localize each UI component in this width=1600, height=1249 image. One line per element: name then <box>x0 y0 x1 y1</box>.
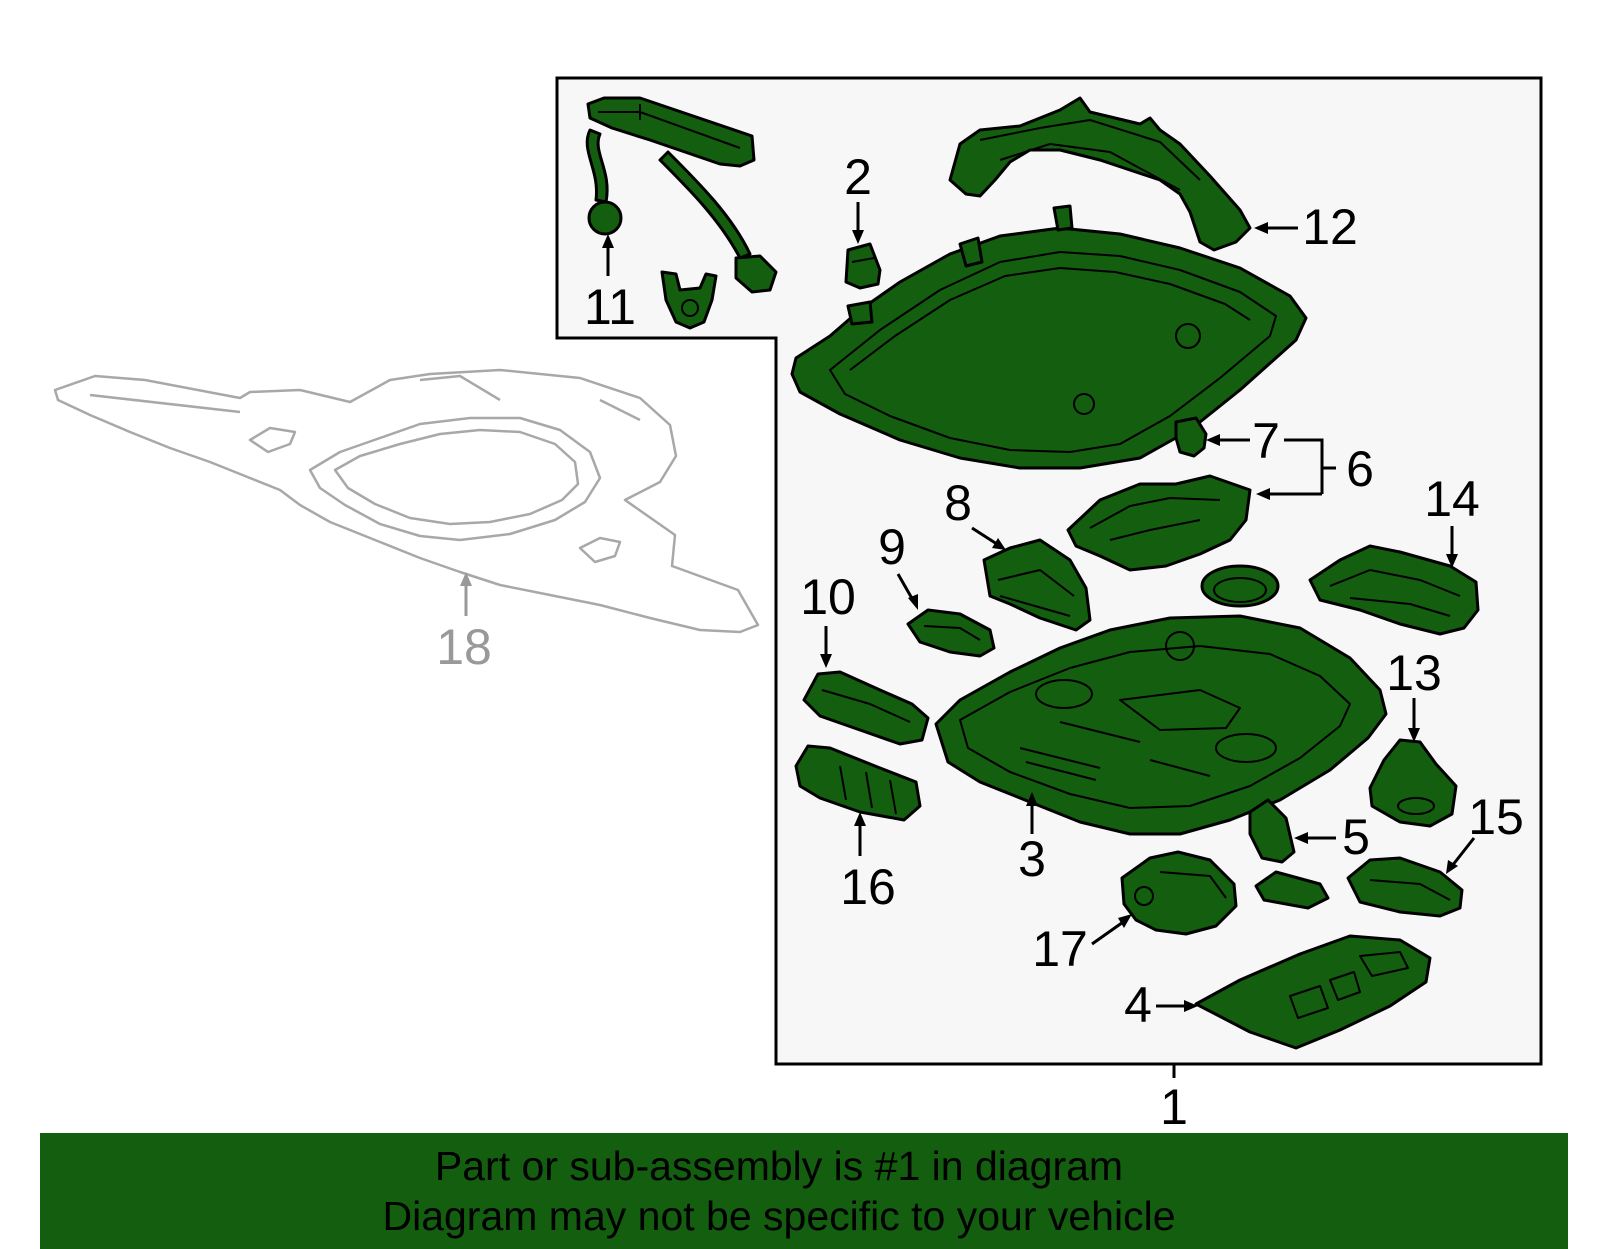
arrowhead-18 <box>460 572 472 586</box>
part-9-lens <box>906 608 996 658</box>
callout-2: 2 <box>844 149 872 205</box>
info-banner: Part or sub-assembly is #1 in diagram Di… <box>40 1133 1568 1249</box>
part-10-connector <box>802 670 930 746</box>
part-upper-tray <box>790 204 1308 470</box>
callout-18: 18 <box>436 619 492 675</box>
part-14-module <box>1308 544 1480 636</box>
part-15-lamp <box>1346 856 1464 918</box>
banner-line-2: Diagram may not be specific to your vehi… <box>382 1193 1176 1239</box>
callout-15: 15 <box>1468 789 1524 845</box>
part-13-lamp <box>1368 738 1458 828</box>
arrowhead-15 <box>1446 860 1458 874</box>
callout-12: 12 <box>1302 199 1358 255</box>
leader-15 <box>1450 837 1476 867</box>
part-3-console <box>934 614 1388 836</box>
arrowhead-9 <box>908 594 918 610</box>
part-11-harness <box>585 96 778 330</box>
leader-17 <box>1091 918 1127 946</box>
callout-5: 5 <box>1342 809 1370 865</box>
callout-1: 1 <box>1160 1079 1188 1135</box>
arrowhead-13 <box>1408 728 1420 742</box>
arrowhead-6 <box>1256 488 1270 500</box>
arrowhead-5 <box>1294 832 1308 844</box>
part-18-roof-panel <box>53 368 760 634</box>
callout-3: 3 <box>1018 831 1046 887</box>
part-17-bracket <box>1120 850 1238 936</box>
part-dome-lens <box>1200 564 1280 608</box>
callout-6: 6 <box>1346 441 1374 497</box>
part-8-switch <box>982 538 1092 632</box>
part-16-switch <box>794 744 922 822</box>
part-2-clip <box>844 242 882 290</box>
callout-11: 11 <box>584 279 636 335</box>
part-12-bracket <box>948 96 1252 252</box>
callout-4: 4 <box>1124 977 1152 1033</box>
arrowhead-11 <box>602 234 614 248</box>
callout-13: 13 <box>1386 645 1442 701</box>
arrowhead-8 <box>992 538 1006 550</box>
callout-10: 10 <box>800 569 856 625</box>
part-7-clip <box>1174 416 1208 458</box>
banner-line-1: Part or sub-assembly is #1 in diagram <box>434 1143 1124 1189</box>
part-small-lens <box>1254 870 1330 910</box>
arrowhead-10 <box>820 654 832 668</box>
callout-7: 7 <box>1252 413 1280 469</box>
arrowhead-7 <box>1206 434 1220 446</box>
arrowhead-14 <box>1446 554 1458 568</box>
callout-14: 14 <box>1424 471 1480 527</box>
callout-9: 9 <box>878 519 906 575</box>
arrowhead-17 <box>1118 914 1132 928</box>
arrowhead-3 <box>1026 792 1038 806</box>
arrowhead-16 <box>854 812 866 826</box>
part-6-housing <box>1066 474 1252 572</box>
arrowhead-2 <box>852 230 864 244</box>
part-4-cover <box>1194 934 1432 1050</box>
callout-8: 8 <box>944 475 972 531</box>
callout-17: 17 <box>1032 921 1088 977</box>
part-5-bulb-holder <box>1248 798 1296 864</box>
arrowhead-4 <box>1184 1000 1198 1012</box>
arrowhead-12 <box>1254 222 1268 234</box>
bracket-6 <box>1264 438 1336 496</box>
callout-16: 16 <box>840 859 896 915</box>
